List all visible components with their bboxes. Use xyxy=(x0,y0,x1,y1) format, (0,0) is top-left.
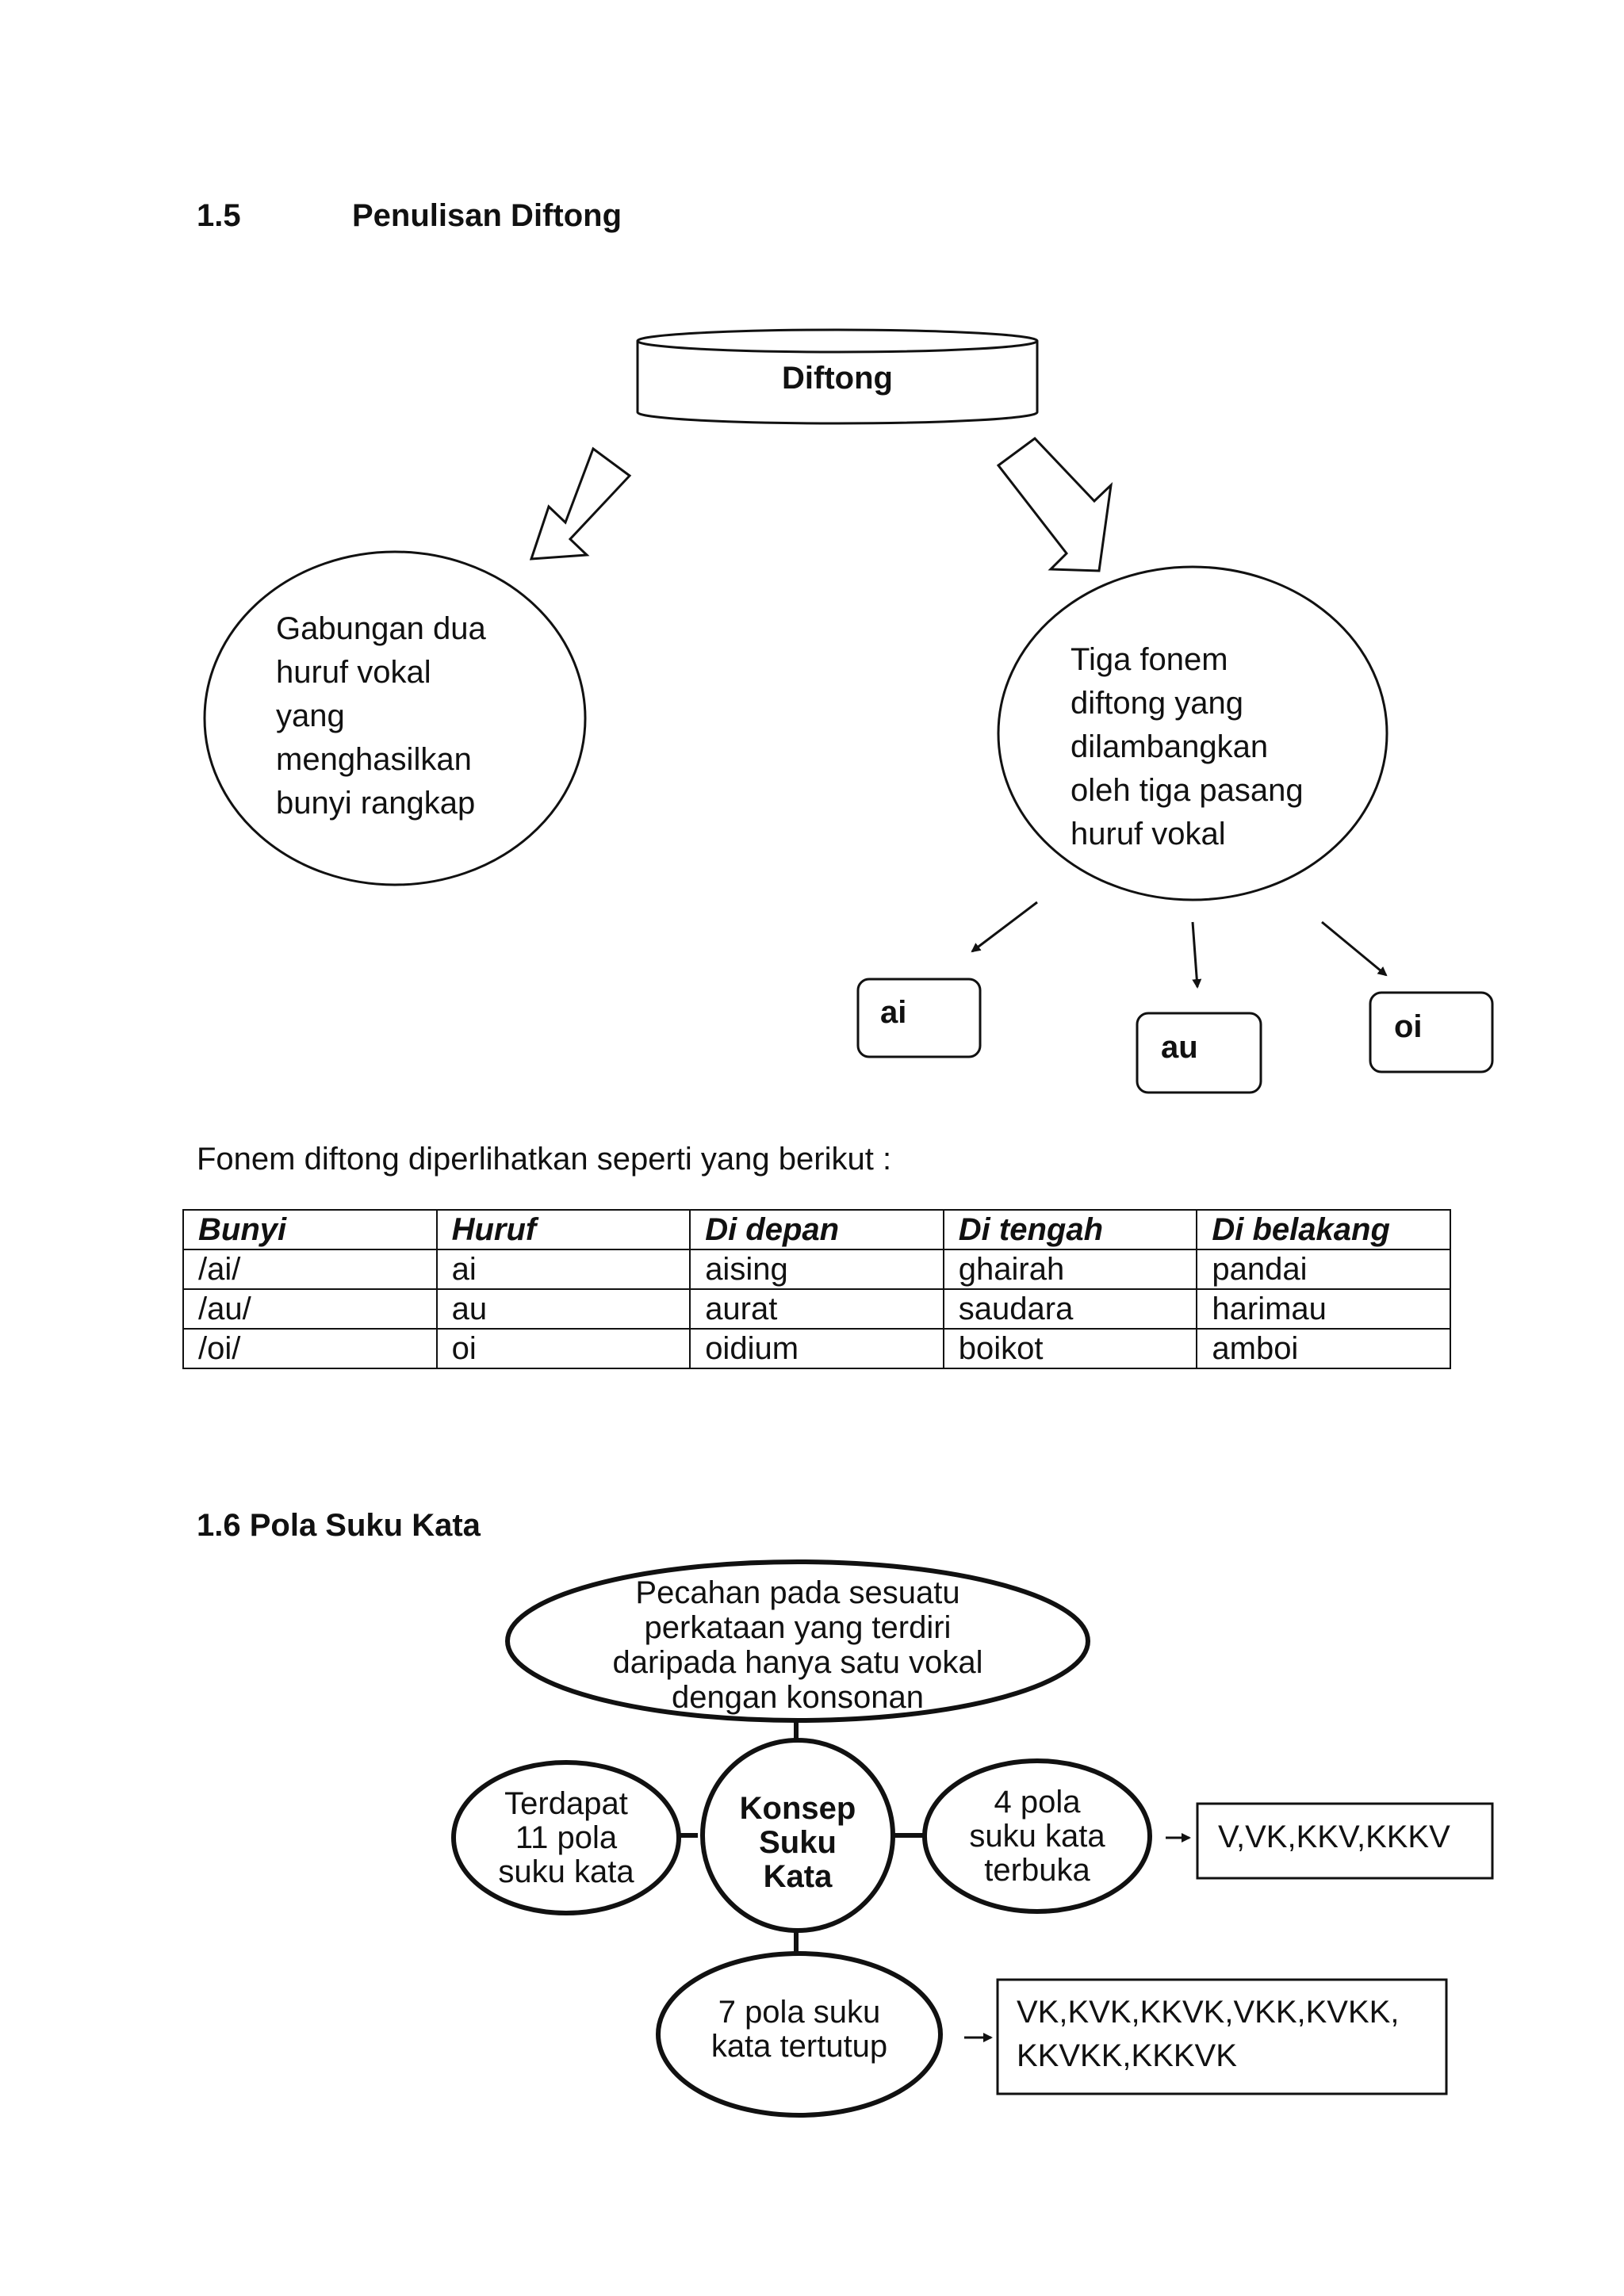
open-patterns-line: terbuka xyxy=(984,1853,1090,1888)
arrow-to-au xyxy=(1191,921,1202,989)
arrow-to-ai xyxy=(971,901,1038,953)
table-cell: aurat xyxy=(689,1288,944,1330)
closed-patterns-line: 7 pola suku xyxy=(718,1995,881,2030)
left-bubble-line: Gabungan dua xyxy=(276,611,486,646)
table-cell: boikot xyxy=(942,1328,1198,1369)
left-bubble-line: huruf vokal xyxy=(276,655,431,690)
total-patterns-node xyxy=(451,1760,681,1915)
left-bubble-line: menghasilkan xyxy=(276,742,472,777)
table-cell: oidium xyxy=(689,1328,944,1369)
leaf-label: au xyxy=(1161,1030,1198,1065)
table-header-row: Bunyi Huruf Di depan Di tengah Di belaka… xyxy=(182,1209,1451,1250)
total-patterns-line: Terdapat xyxy=(504,1786,628,1821)
table-cell: oi xyxy=(435,1328,691,1369)
table-cell: aising xyxy=(689,1249,944,1290)
right-bubble-line: dilambangkan xyxy=(1071,729,1268,764)
root-node: Diftong xyxy=(636,328,1039,425)
definition-line: perkataan yang terdiri xyxy=(645,1610,952,1645)
center-line: Suku xyxy=(759,1825,837,1860)
leaf-label: oi xyxy=(1394,1009,1423,1044)
center-line: Kata xyxy=(764,1859,833,1894)
open-patterns-box xyxy=(1196,1802,1494,1880)
table-row: /ai/ ai aising ghairah pandai xyxy=(182,1249,1451,1290)
table-header: Huruf xyxy=(435,1209,691,1250)
table-header: Di belakang xyxy=(1196,1209,1451,1250)
section-title: Penulisan Diftong xyxy=(352,198,622,233)
left-bubble xyxy=(203,550,587,886)
leaf-oi: oi xyxy=(1369,991,1494,1073)
right-bubble-line: diftong yang xyxy=(1071,686,1243,721)
section-1-6-title: 1.6 Pola Suku Kata xyxy=(197,1508,481,1543)
diftong-diagram: Diftong Gabungan dua huruf vokal yang me… xyxy=(203,328,1494,1094)
left-block-arrow xyxy=(529,446,632,561)
table-cell: /ai/ xyxy=(182,1249,438,1290)
closed-patterns-line: KKVKK,KKKVK xyxy=(1017,2038,1237,2073)
leaf-ai: ai xyxy=(856,978,982,1058)
table-cell: pandai xyxy=(1196,1249,1451,1290)
table-cell: /au/ xyxy=(182,1288,438,1330)
definition-line: dengan konsonan xyxy=(672,1680,924,1715)
right-bubble-line: oleh tiga pasang xyxy=(1071,773,1304,808)
section-number: 1.5 xyxy=(197,198,241,233)
table-cell: /oi/ xyxy=(182,1328,438,1369)
table-cell: amboi xyxy=(1196,1328,1451,1369)
definition-line: daripada hanya satu vokal xyxy=(613,1645,983,1680)
table-cell: au xyxy=(435,1288,691,1330)
table-header: Di depan xyxy=(689,1209,944,1250)
table-header: Bunyi xyxy=(182,1209,438,1250)
left-bubble-line: yang xyxy=(276,698,345,733)
table-cell: ai xyxy=(435,1249,691,1290)
center-node xyxy=(700,1738,895,1933)
root-label: Diftong xyxy=(782,361,893,396)
closed-patterns-line: VK,KVK,KKVK,VKK,KVKK, xyxy=(1017,1995,1399,2030)
diftong-table: Bunyi Huruf Di depan Di tengah Di belaka… xyxy=(182,1209,1451,1369)
left-bubble-line: bunyi rangkap xyxy=(276,786,475,821)
total-patterns-line: 11 pola xyxy=(515,1820,618,1855)
table-header: Di tengah xyxy=(942,1209,1198,1250)
open-patterns-line: suku kata xyxy=(969,1819,1105,1854)
left-bubble-text: Gabungan dua huruf vokal yang menghasilk… xyxy=(276,611,486,821)
open-patterns-node xyxy=(922,1758,1152,1914)
closed-patterns-node xyxy=(656,1951,943,2118)
open-patterns-line: 4 pola xyxy=(994,1785,1082,1820)
closed-patterns-box xyxy=(996,1978,1448,2095)
right-bubble-text: Tiga fonem diftong yang dilambangkan ole… xyxy=(1071,642,1304,851)
right-bubble xyxy=(997,565,1388,901)
right-bubble-line: Tiga fonem xyxy=(1071,642,1228,677)
table-cell: harimau xyxy=(1196,1288,1451,1330)
definition-line: Pecahan pada sesuatu xyxy=(635,1575,959,1610)
table-intro: Fonem diftong diperlihatkan seperti yang… xyxy=(197,1142,892,1177)
leaf-au: au xyxy=(1136,1012,1262,1094)
arrow-to-oi xyxy=(1321,920,1388,977)
definition-ellipse xyxy=(505,1559,1090,1723)
table-row: /oi/ oi oidium boikot amboi xyxy=(182,1328,1451,1369)
open-patterns-list: V,VK,KKV,KKKV xyxy=(1218,1820,1450,1854)
table-cell: saudara xyxy=(942,1288,1198,1330)
right-bubble-line: huruf vokal xyxy=(1071,817,1226,851)
leaf-label: ai xyxy=(880,995,906,1030)
table-cell: ghairah xyxy=(942,1249,1198,1290)
right-block-arrow xyxy=(996,437,1113,572)
center-line: Konsep xyxy=(740,1791,856,1826)
total-patterns-line: suku kata xyxy=(498,1854,634,1889)
closed-patterns-line: kata tertutup xyxy=(711,2029,887,2064)
table-row: /au/ au aurat saudara harimau xyxy=(182,1288,1451,1330)
